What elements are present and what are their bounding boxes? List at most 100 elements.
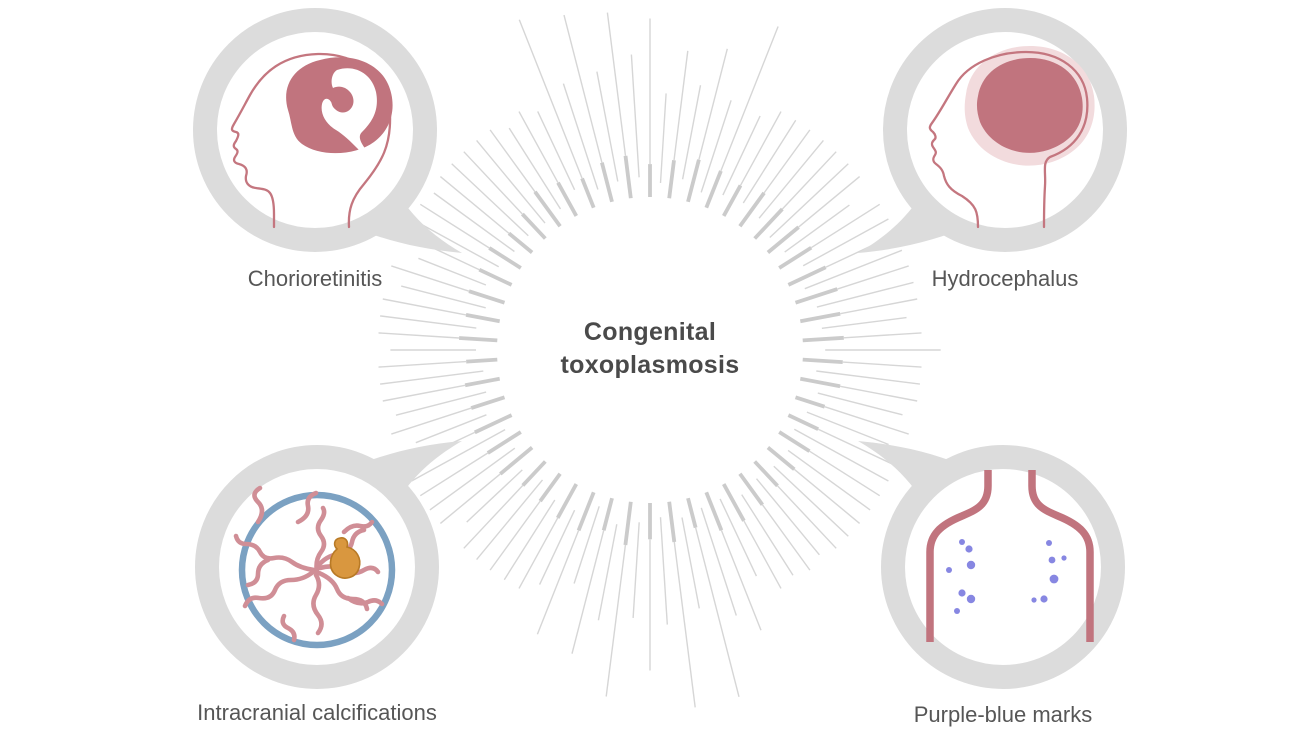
sunburst-ray xyxy=(380,315,477,329)
sunburst-ray xyxy=(673,541,696,708)
sunburst-ray xyxy=(659,93,667,184)
sunburst-ray xyxy=(698,48,728,160)
sunburst-ray xyxy=(623,501,633,546)
sunburst-ray xyxy=(478,267,513,287)
sunburst-ray xyxy=(499,446,534,476)
sunburst-ray xyxy=(766,446,796,471)
sunburst-ray xyxy=(758,139,824,219)
sunburst-ray xyxy=(799,311,841,324)
sunburst-ray xyxy=(596,71,619,182)
sunburst-ray xyxy=(601,497,614,531)
sunburst-ray xyxy=(521,460,547,487)
sunburst-ray xyxy=(419,203,490,249)
sunburst-ray xyxy=(686,497,698,529)
sunburst-ray xyxy=(773,465,849,537)
sunburst-ray xyxy=(429,447,516,511)
sunburst-ray xyxy=(802,335,844,343)
sunburst-ray xyxy=(738,191,766,228)
sunburst-ray xyxy=(476,479,544,561)
sunburst-ray xyxy=(536,530,580,635)
sunburst-ray xyxy=(842,361,922,368)
sunburst-ray xyxy=(720,530,762,631)
sunburst-ray xyxy=(439,473,501,524)
sunburst-ray xyxy=(623,155,633,199)
sunburst-ray xyxy=(580,177,596,209)
sunburst-ray xyxy=(537,111,576,191)
calcification-spot xyxy=(329,537,361,579)
callout-ring xyxy=(881,445,1125,689)
sunburst-ray xyxy=(391,265,470,292)
sunburst-ray xyxy=(766,225,800,254)
callout-hydrocephalus: Hydrocephalus xyxy=(858,8,1127,291)
torso-purple-marks-icon xyxy=(926,470,1094,642)
sunburst-ray xyxy=(694,527,740,697)
sunburst-ray xyxy=(681,85,702,180)
sunburst-ray xyxy=(606,12,627,156)
sunburst-ray xyxy=(839,385,918,402)
sunburst-ray xyxy=(741,494,794,576)
callout-label: Intracranial calcifications xyxy=(197,700,437,725)
sunburst-ray xyxy=(476,139,546,224)
sunburst-ray xyxy=(781,151,837,210)
callout-intracranial-calcifications: Intracranial calcifications xyxy=(195,441,462,725)
sunburst-ray xyxy=(503,499,556,581)
sunburst-ray xyxy=(411,218,500,268)
purple-marks xyxy=(946,539,1067,614)
neuron-calcification-icon xyxy=(233,485,396,649)
sunburst-ray xyxy=(793,468,861,524)
sunburst-ray xyxy=(769,163,849,239)
sunburst-ray xyxy=(799,376,841,389)
sunburst-ray xyxy=(533,190,562,228)
sunburst-ray xyxy=(466,469,523,523)
sunburst-ray xyxy=(382,384,466,402)
sunburst-ray xyxy=(439,176,510,234)
diagram-title-line1: Congenital xyxy=(584,318,716,346)
head-profile-affected-brain-icon xyxy=(230,52,393,229)
sunburst-ray xyxy=(817,392,903,416)
sunburst-ray xyxy=(840,298,918,315)
sunburst-ray xyxy=(787,449,871,511)
sunburst-ray xyxy=(465,313,501,324)
sunburst-ray xyxy=(378,332,460,339)
sunburst-ray xyxy=(600,162,614,203)
sunburst-ray xyxy=(821,316,907,329)
sunburst-ray xyxy=(518,19,583,179)
sunburst-ray xyxy=(673,50,689,161)
sunburst-ray xyxy=(451,163,529,237)
sunburst-ray xyxy=(778,246,813,270)
sunburst-ray xyxy=(817,428,897,467)
sunburst-ray xyxy=(722,115,761,196)
sunburst-ray xyxy=(798,176,861,228)
sunburst-ray xyxy=(700,100,732,193)
callout-label: Purple-blue marks xyxy=(914,702,1093,727)
sunburst-ray xyxy=(508,127,562,210)
sunburst-ray xyxy=(742,119,797,204)
callout-label: Hydrocephalus xyxy=(932,266,1079,291)
sunburst-ray xyxy=(463,484,524,549)
sunburst-ray xyxy=(739,111,782,186)
sunburst-ray xyxy=(776,485,837,549)
sunburst-ray xyxy=(753,460,779,488)
sunburst-ray xyxy=(778,430,811,453)
sunburst-ray xyxy=(486,430,522,455)
sunburst-ray xyxy=(562,83,599,190)
sunburst-ray xyxy=(395,391,487,416)
sunburst-ray xyxy=(632,522,640,618)
sunburst-ray xyxy=(802,357,843,364)
sunburst-ray xyxy=(556,181,578,217)
sunburst-ray xyxy=(576,491,596,532)
sunburst-ray xyxy=(573,506,600,584)
sunburst-ray xyxy=(809,450,881,497)
sunburst-ray xyxy=(538,509,576,585)
sunburst-ray xyxy=(686,159,701,203)
sunburst-ray xyxy=(415,414,487,444)
sunburst-ray xyxy=(630,54,640,178)
sunburst-ray xyxy=(518,111,559,184)
sunburst-ray xyxy=(804,249,903,290)
sunburst-ray xyxy=(468,289,506,305)
sunburst-ray xyxy=(816,370,920,385)
sunburst-ray xyxy=(761,504,811,571)
sunburst-ray xyxy=(538,472,562,503)
sunburst-ray xyxy=(837,265,909,290)
sunburst-ray xyxy=(704,491,724,532)
